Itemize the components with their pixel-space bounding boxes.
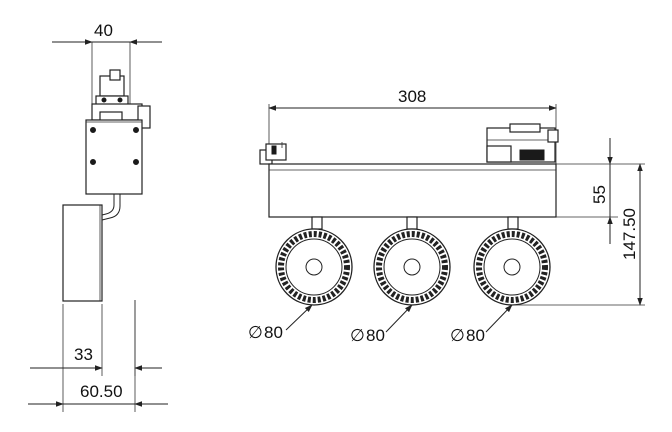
lamp-head-2: [373, 228, 451, 306]
dim-diameter-3: 80: [466, 326, 485, 345]
front-housing: [268, 163, 557, 218]
side-lamp-body: [62, 204, 103, 302]
dim-height-55: 55: [590, 185, 609, 204]
dim-diameter-2-symbol: ∅: [350, 326, 365, 345]
lamp-head-3: [473, 228, 551, 306]
dim-diameter-1-symbol: ∅: [248, 323, 263, 342]
dim-height-147-50: 147.50: [620, 208, 639, 260]
dim-diameter-1: 80: [264, 323, 283, 342]
dim-length-308: 308: [398, 87, 426, 106]
dim-diameter-2: 80: [366, 326, 385, 345]
dim-depth-60-50: 60.50: [80, 382, 123, 401]
front-view: 308: [248, 87, 645, 345]
dim-width-40: 40: [94, 21, 113, 40]
lamp-head-1: [275, 228, 353, 306]
dim-depth-33: 33: [74, 345, 93, 364]
side-view: 40 33 60.5: [28, 21, 168, 412]
dim-diameter-3-symbol: ∅: [450, 326, 465, 345]
